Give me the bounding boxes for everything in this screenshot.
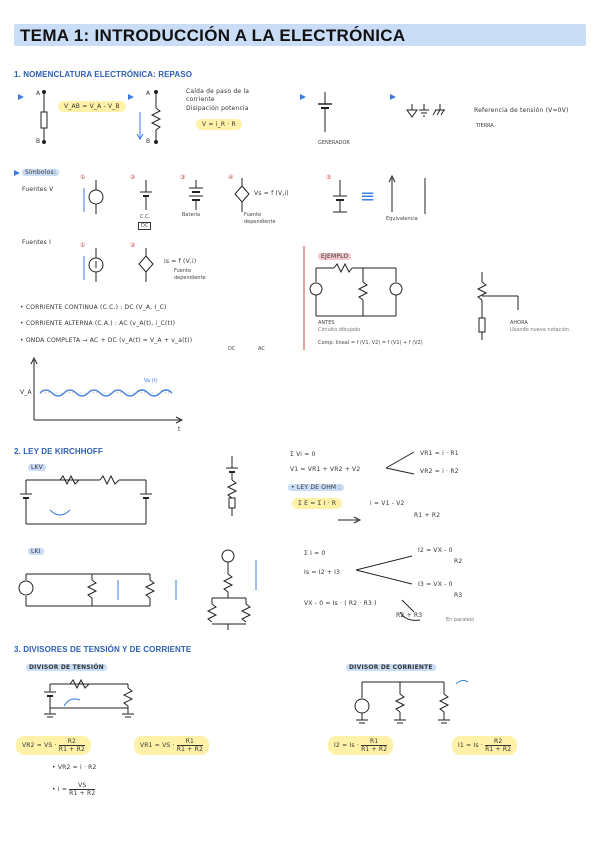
ahora-sub: Usando nueva notación (510, 327, 569, 333)
fuentes-i-label: Fuentes I (22, 239, 52, 246)
ley-ohm-label: • LEY DE OHM : (288, 484, 344, 491)
number-2: ② (130, 242, 136, 249)
vr2-formula: VR2 = VS · R2 R1 + R2 (16, 736, 91, 755)
sum-i: Σ I = 0 (304, 550, 326, 557)
fuentes-v-label: Fuentes V (22, 186, 54, 193)
ohm-formula: V = i_R · R (196, 119, 242, 130)
fuente-dep-v-1: Fuente (244, 212, 262, 218)
bullet-i: • i = VS R1 + R2 (52, 782, 96, 797)
onda-completa: • ONDA COMPLETA → AC + DC (v_A(t) = V_A … (20, 337, 193, 344)
bateria-label: Batería (182, 212, 201, 218)
equivalencia-label: Equivalencia (386, 216, 418, 222)
vab-formula: V_AB = V_A - V_B (58, 101, 126, 112)
referencia-text: Referencia de tensión (V=0V) (474, 107, 569, 114)
bullet-arrow-icon (390, 94, 396, 100)
node-a-label: A (146, 90, 151, 97)
divisor-tension-label: DIVISOR DE TENSIÓN (26, 664, 107, 671)
i2-den: R2 (454, 558, 463, 565)
vr1-formula: VR1 = VS · R1 R1 + R2 (134, 736, 209, 755)
is-function: is = f (V,i) (164, 258, 197, 265)
lkv-label: LKV (28, 464, 46, 471)
vr1-equation: VR1 = i · R1 (420, 450, 459, 457)
number-3: ③ (180, 174, 186, 181)
vx-den: R2 + R3 (396, 612, 423, 619)
node-b-label: B (146, 138, 151, 145)
graph-t-label: t (178, 426, 181, 433)
bullet-arrow-icon (18, 94, 24, 100)
fuente-dep-i-2: dependiente (174, 275, 206, 281)
ac-sub: AC (258, 346, 265, 352)
tierra-label: TIERRA (476, 123, 494, 129)
node-a-label: A (36, 90, 41, 97)
vx-equation: VX - 0 = Is · ( R2 · R3 ) (304, 600, 377, 607)
is-equation: Is = I2 + I3 (304, 569, 341, 576)
ahora-label: AHORA (510, 320, 528, 326)
number-4: ④ (228, 174, 234, 181)
caida-line2: corriente (186, 96, 215, 103)
fuente-dep-v-2: dependiente (244, 219, 276, 225)
cc-label: C.C. (140, 214, 151, 220)
section-1-heading: 1. NOMENCLATURA ELECTRÓNICA: REPASO (14, 70, 193, 79)
i1-formula: I1 = Is · R2 R1 + R2 (452, 736, 518, 755)
section-2-heading: 2. LEY DE KIRCHHOFF (14, 447, 103, 456)
i-result-num: i = V1 - V2 (370, 500, 405, 507)
dc-box: DC (138, 222, 152, 230)
v1-equation: V1 = VR1 + VR2 + V2 (290, 466, 361, 473)
number-1: ① (80, 242, 86, 249)
title-highlight (14, 24, 586, 46)
node-b-label: B (36, 138, 41, 145)
sum-v: Σ Vi = 0 (290, 451, 316, 458)
number-1: ① (80, 174, 86, 181)
graph-va-label: V_A (20, 389, 32, 396)
antes-label: ANTES (318, 320, 335, 326)
corriente-continua: • CORRIENTE CONTINUA (C.C.) : DC (V_A, I… (20, 304, 167, 311)
bullet-arrow-icon (14, 170, 20, 176)
bullet-arrow-icon (300, 94, 306, 100)
comp-lineal: Comp. lineal = f (V1, V2) = f (V1) + f (… (318, 340, 423, 346)
vr2-equation: VR2 = i · R2 (420, 468, 459, 475)
divisor-corriente-label: DIVISOR DE CORRIENTE (346, 664, 436, 671)
equivalence-symbol: ≡ (360, 186, 376, 207)
bullet-vr2: • VR2 = i · R2 (52, 764, 97, 771)
dc-sub: DC (228, 346, 236, 352)
antes-sub: Circuito dibujado (318, 327, 361, 333)
section-3-heading: 3. DIVISORES DE TENSIÓN Y DE CORRIENTE (14, 645, 192, 654)
ejemplo-label: EJEMPLO (318, 253, 352, 260)
i2-num: I2 = VX - 0 (418, 547, 453, 554)
number-2: ② (130, 174, 136, 181)
bullet-arrow-icon (128, 94, 134, 100)
corriente-alterna: • CORRIENTE ALTERNA (C.A.) : AC (v_A(t),… (20, 320, 176, 327)
graph-vat-label: Va (t) (144, 378, 158, 384)
sine-wave (39, 389, 173, 397)
generador-label: GENERADOR (318, 140, 350, 146)
number-5: ⑤ (326, 174, 332, 181)
i-result-den: R1 + R2 (414, 512, 441, 519)
sum-e: Σ E = Σ I · R (292, 498, 343, 509)
i3-den: R3 (454, 592, 463, 599)
i2-formula: I2 = Is · R1 R1 + R2 (328, 736, 394, 755)
en-paralelo: En paralelo (446, 617, 475, 623)
caida-line1: Caída de paso de la (186, 88, 250, 95)
vs-function: Vs = f (V,i) (254, 190, 289, 197)
lki-label: LKI (28, 548, 44, 555)
i3-num: I3 = VX - 0 (418, 581, 453, 588)
simbolos-label: Símbolos: (22, 169, 60, 176)
fuente-dep-i-1: Fuente (174, 268, 192, 274)
page-title: TEMA 1: INTRODUCCIÓN A LA ELECTRÓNICA (20, 26, 406, 45)
disipacion-text: Disipación potencia (186, 105, 249, 112)
